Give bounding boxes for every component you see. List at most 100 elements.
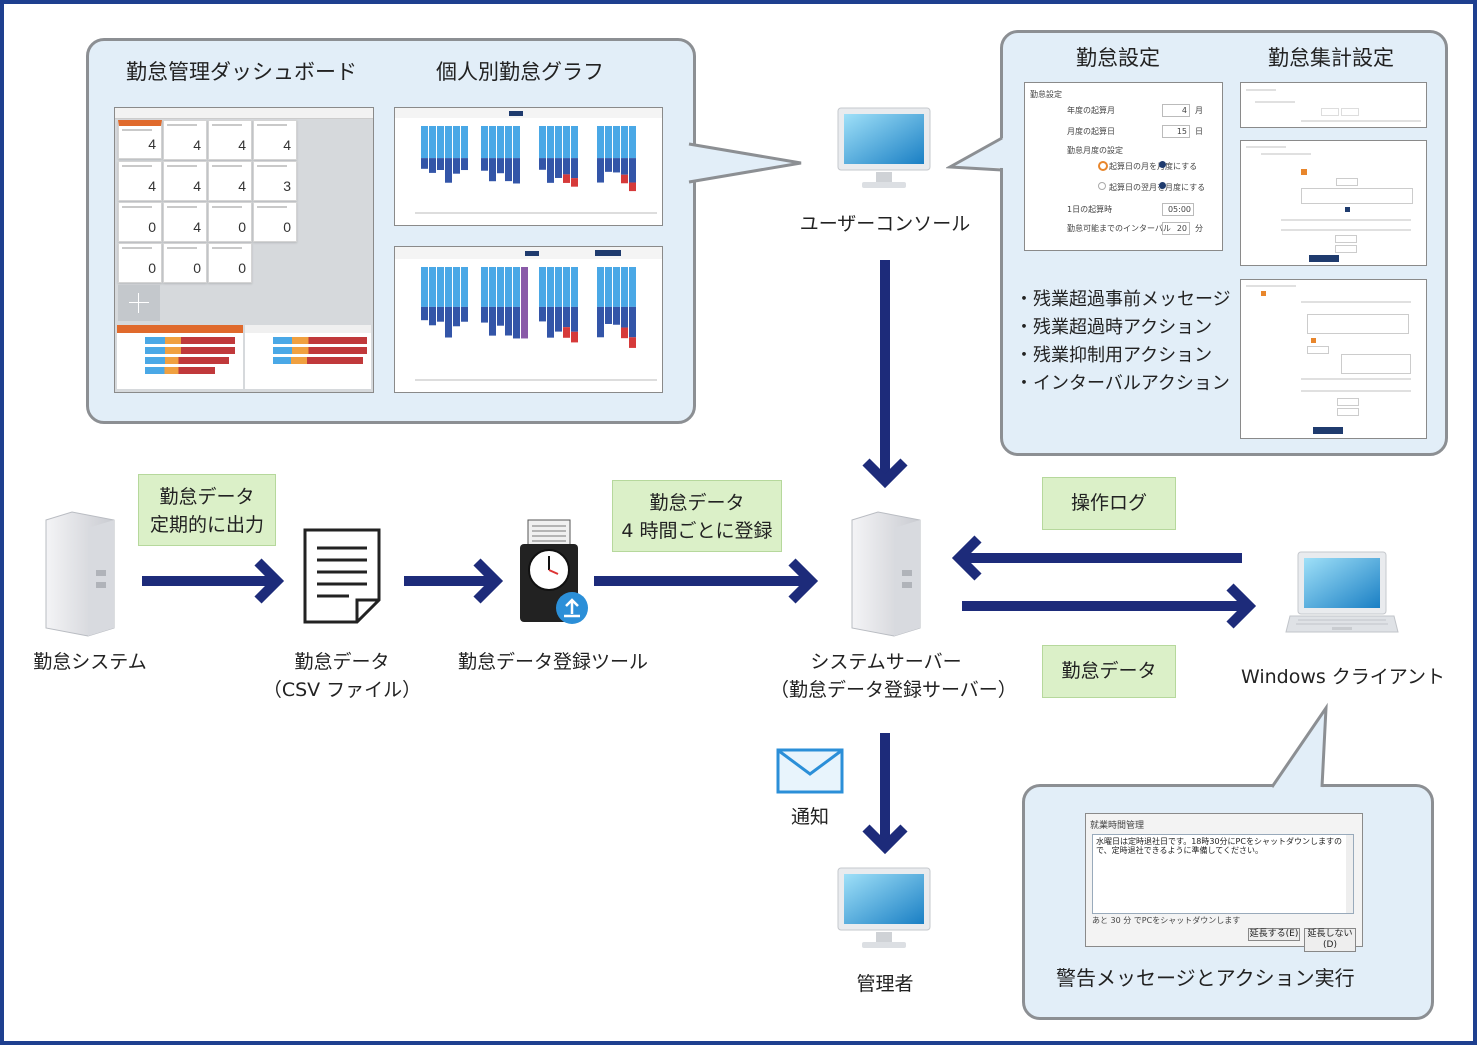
settings-screenshot: 勤怠設定 年度の起算月 4 月 月度の起算日 15 日 勤怠月度の設定 起算日の…: [1024, 82, 1223, 251]
time-clock-icon: [520, 519, 588, 624]
graph-bar: [461, 306, 468, 322]
user-console-monitor-icon: [837, 107, 931, 188]
arrow-csv-to-tool: [404, 558, 504, 604]
graph-bar: [489, 158, 496, 182]
administrator-monitor-icon: [837, 867, 931, 948]
summary-screenshot-2: [1240, 140, 1427, 266]
graph-bar: [621, 158, 628, 175]
graph-bar: [421, 126, 428, 159]
month-setting-caption: 勤怠月度の設定: [1067, 146, 1123, 155]
action-item: ・インターバルアクション: [1015, 373, 1230, 394]
radio-option-2[interactable]: [1098, 182, 1106, 190]
settings-row-input[interactable]: 4: [1162, 104, 1190, 117]
graph-bar: [429, 126, 436, 159]
graph-bar: [571, 126, 578, 159]
graph-bar: [513, 267, 520, 307]
settings-screen-heading: 勤怠設定: [1030, 90, 1062, 99]
no-extend-button[interactable]: 延長しない(D): [1304, 928, 1356, 952]
dashboard-tile[interactable]: 0: [118, 243, 162, 283]
radio-option-1[interactable]: [1098, 161, 1108, 171]
dashboard-bar-panel-left: [117, 325, 243, 389]
summary-save-button[interactable]: [1313, 427, 1343, 434]
dashboard-tile-value: 0: [148, 260, 156, 276]
dialog-title: 就業時間管理: [1090, 821, 1145, 831]
settings-row-input[interactable]: 15: [1162, 125, 1190, 138]
csv-document-icon: [303, 528, 381, 624]
dashboard-tile[interactable]: 4: [253, 120, 297, 160]
graph-bar: [505, 126, 512, 159]
graph-bar: [555, 267, 562, 307]
dashboard-tile[interactable]: 4: [208, 120, 252, 160]
graph-bar: [547, 126, 554, 159]
dashboard-tile[interactable]: 4: [163, 120, 207, 160]
summary-save-button[interactable]: [1309, 255, 1339, 262]
graph-bar: [461, 158, 468, 171]
settings-row-input[interactable]: 20: [1162, 222, 1190, 235]
extend-button[interactable]: 延長する(E): [1248, 928, 1300, 941]
help-icon: [1159, 161, 1166, 168]
dialog-message-box: 水曜日は定時退社日です。18時30分にPCをシャットダウンしますので、定時退社で…: [1092, 834, 1354, 914]
dashboard-tile-value: 4: [148, 178, 156, 194]
graph-bar: [571, 306, 578, 332]
dashboard-tile[interactable]: 0: [163, 243, 207, 283]
graph-bar: [571, 158, 578, 179]
graph-bar: [563, 174, 570, 183]
graph-bar: [481, 126, 488, 159]
export-label: 勤怠データ 定期的に出力: [138, 474, 276, 546]
graph-bar: [613, 126, 620, 159]
dashboard-tile[interactable]: 4: [118, 161, 162, 201]
graph-bar: [613, 158, 620, 173]
dashboard-bar-panel-right: [245, 325, 371, 389]
graph-bar: [571, 331, 578, 343]
graph-bar: [555, 306, 562, 332]
dialog-scrollbar[interactable]: [1346, 835, 1353, 913]
add-tile-placeholder[interactable]: [118, 285, 160, 321]
dashboard-tile-value: 0: [283, 219, 291, 235]
graph-bar: [429, 267, 436, 307]
graph-bar: [629, 306, 636, 338]
dashboard-tile[interactable]: 4: [118, 120, 162, 159]
dashboard-tile[interactable]: 0: [208, 243, 252, 283]
dashboard-tile[interactable]: 4: [208, 161, 252, 201]
dashboard-tile-value: 4: [238, 137, 246, 153]
graph-bar: [605, 158, 612, 172]
graph-bar: [445, 306, 452, 338]
dialog-message: 水曜日は定時退社日です。18時30分にPCをシャットダウンしますので、定時退社で…: [1096, 837, 1342, 855]
graph-bar: [453, 267, 460, 307]
graph-bar: [547, 267, 554, 307]
graph-bar: [489, 126, 496, 159]
graph-bar: [445, 126, 452, 159]
graph-bar: [621, 174, 628, 184]
dashboard-tile[interactable]: 4: [163, 202, 207, 242]
dashboard-tile[interactable]: 0: [118, 202, 162, 242]
export-label-line1: 勤怠データ: [159, 486, 255, 508]
warning-callout-tail: [1270, 702, 1328, 788]
graph-bar: [421, 158, 428, 169]
graph-bar: [505, 267, 512, 307]
help-icon: [1159, 182, 1166, 189]
graph-bar: [421, 267, 428, 307]
graph-bar: [513, 158, 520, 184]
graph-bar: [563, 267, 570, 307]
summary-screenshot-1: [1240, 82, 1427, 128]
register-label-line1: 勤怠データ: [649, 492, 745, 514]
csv-label-line2: （CSV ファイル）: [262, 679, 422, 701]
dashboard-tile[interactable]: 4: [163, 161, 207, 201]
settings-row-label: 勤怠可能までのインターバル: [1067, 224, 1171, 233]
csv-label-line1: 勤怠データ: [294, 651, 390, 673]
radio-option-1-label: 起算日の月を月度にする: [1109, 162, 1198, 171]
settings-row-input[interactable]: 05:00: [1162, 203, 1194, 216]
dashboard-tile-value: 4: [283, 137, 291, 153]
dashboard-tile[interactable]: 0: [208, 202, 252, 242]
dashboard-tile[interactable]: 0: [253, 202, 297, 242]
graph-bar: [563, 327, 570, 338]
dashboard-tile[interactable]: 3: [253, 161, 297, 201]
graph-bar: [621, 306, 628, 328]
graph-bar: [547, 158, 554, 183]
arrow-client-to-server: [951, 535, 1242, 581]
register-label-line2: 4 時間ごとに登録: [621, 520, 773, 542]
graph-bar: [613, 267, 620, 307]
graph-bar: [629, 158, 636, 183]
graph-bar: [497, 126, 504, 159]
